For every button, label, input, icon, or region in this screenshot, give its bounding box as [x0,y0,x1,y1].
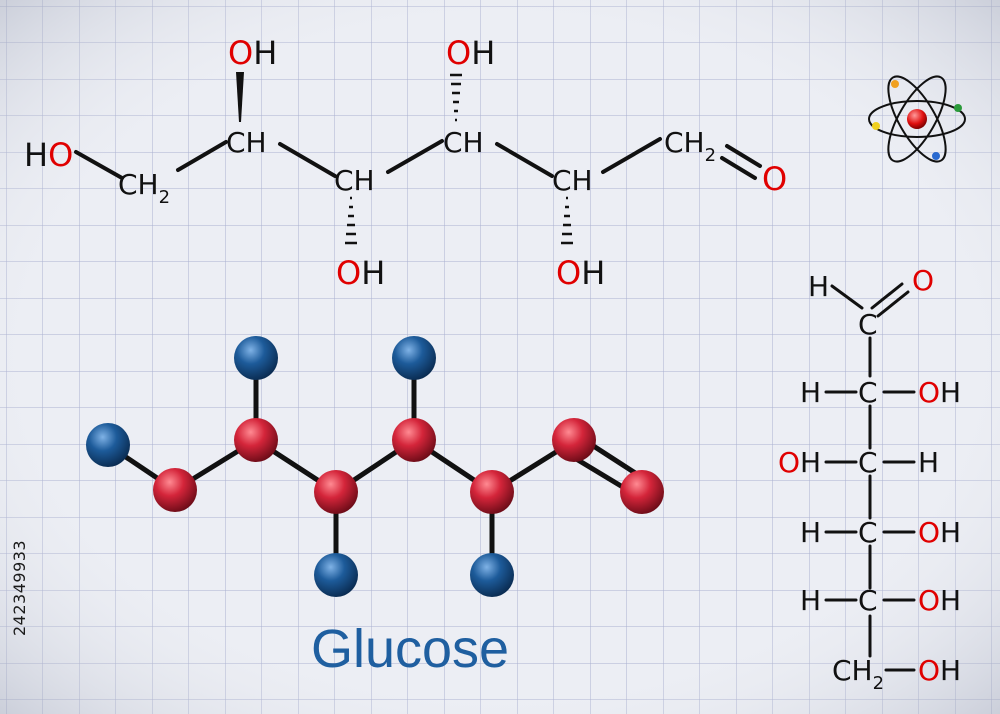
atom-OH-2: OH [228,34,277,72]
atom-OH-3: OH [336,254,385,292]
fischer-aldehyde-C: C [858,308,878,341]
hash-bond-1 [345,196,357,245]
condensed-bonds [74,137,762,180]
hydrogen-ball [392,336,436,380]
hash-bond-3 [561,196,573,245]
fischer-row3-left: H [800,516,821,549]
fischer-row1-left: H [800,376,821,409]
fischer-row4-left: H [800,584,821,617]
carbon-ball [314,470,358,514]
atom-HO-terminal: HHOO [24,136,73,174]
atom-icon [868,75,966,163]
atom-CH2-1: CH2 [118,168,170,208]
hydrogen-ball [314,553,358,597]
atom-OH-4: OH [446,34,495,72]
fischer-row4-center: C [858,584,878,617]
fischer-row1-center: C [858,376,878,409]
fischer-row1-right: OH [918,376,961,409]
fischer-top-O: O [912,264,934,297]
atom-CH-2: CH [226,126,267,159]
carbon-ball [234,418,278,462]
fischer-row2-left: OH [778,446,821,479]
stock-id: 242349933 [10,539,29,636]
wedge-bond [236,72,244,122]
oxygen-ball [153,468,197,512]
fischer-row2-center: C [858,446,878,479]
fischer-bottom-OH: OH [918,654,961,687]
atom-CH-5: CH [552,164,593,197]
hydrogen-ball [470,553,514,597]
hydrogen-ball [86,423,130,467]
carbon-ball [392,418,436,462]
fischer-row3-center: C [858,516,878,549]
carbon-ball [470,470,514,514]
hash-bond-2 [450,73,462,122]
fischer-top-H: H [808,270,829,303]
atom-O-aldehyde: O [762,160,787,198]
fischer-bottom-CH2: CH2 [832,654,884,694]
hydrogen-ball [234,336,278,380]
fischer-row4-right: OH [918,584,961,617]
oxygen-ball [620,470,664,514]
page-title: Glucose [310,619,510,679]
atom-OH-5: OH [556,254,605,292]
fischer-row3-right: OH [918,516,961,549]
atom-CH-3: CH [334,164,375,197]
atom-CH-4: CH [443,126,484,159]
atom-CH2-6: CH2 [664,126,716,166]
carbon-ball [552,418,596,462]
fischer-row2-right: H [918,446,939,479]
